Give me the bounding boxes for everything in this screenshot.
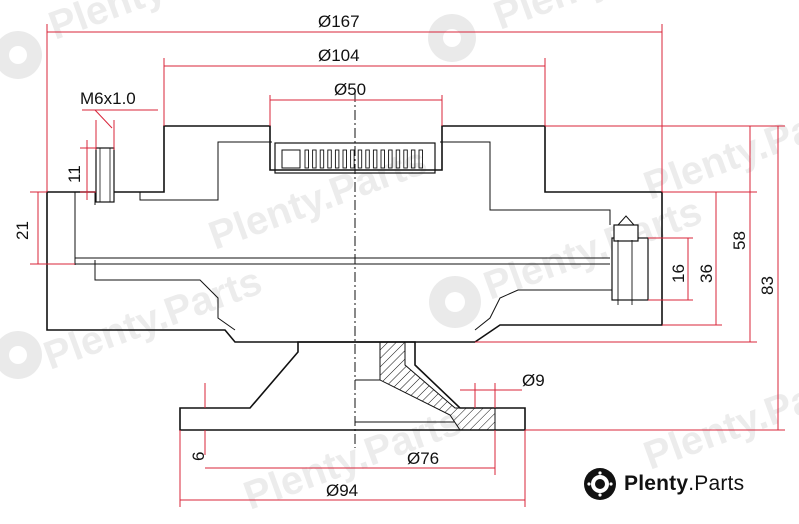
brake-disc-logo-icon — [584, 468, 616, 500]
vent-slot — [372, 149, 378, 169]
vent-slot — [304, 149, 309, 169]
dim-stud-height: 11 — [65, 165, 84, 183]
dim-base-diameter: Ø94 — [326, 481, 358, 500]
watermark-logo-icon — [0, 14, 481, 379]
vent-slot — [350, 149, 355, 169]
dimension-lines — [30, 24, 785, 507]
vent-slot — [388, 149, 393, 169]
vent-slot — [319, 149, 325, 169]
dim-right-height: 36 — [697, 264, 716, 283]
fan-clutch-body-outline — [46, 125, 663, 343]
stud-bolt — [95, 147, 115, 203]
brand-logo: Plenty.Parts — [582, 466, 744, 502]
dim-bolt-height: 16 — [669, 264, 688, 283]
vent-slot — [410, 149, 416, 169]
watermark-text: Plenty.Parts — [638, 359, 799, 478]
bimetal-vent-grille — [274, 142, 436, 174]
vent-slot — [418, 149, 423, 169]
dim-hole-diameter: Ø9 — [522, 371, 545, 390]
vent-slot — [380, 149, 385, 169]
watermark-text: Plenty.Parts — [43, 0, 273, 48]
dim-thread: M6x1.0 — [80, 89, 136, 108]
brand-wordmark: Plenty.Parts — [624, 472, 744, 496]
dim-total-height: 83 — [758, 276, 777, 295]
vent-slot — [334, 149, 340, 169]
watermark-text: Plenty.Parts — [488, 0, 718, 38]
inner-contour-upper — [94, 141, 611, 225]
side-bolt — [611, 215, 649, 305]
dim-left-height: 21 — [13, 221, 32, 240]
vent-slot — [403, 149, 408, 169]
inner-contour-lower — [94, 260, 612, 331]
dim-body-height: 58 — [730, 231, 749, 250]
dim-overall-diameter: Ø167 — [318, 12, 360, 31]
vent-slot — [312, 149, 317, 169]
watermark-text: Plenty.Parts — [203, 139, 433, 258]
brand-suffix: .Parts — [688, 472, 745, 495]
dim-base-thickness: 6 — [189, 452, 208, 461]
vent-slot — [342, 149, 347, 169]
vent-slot — [357, 149, 363, 169]
vent-slot — [327, 149, 332, 169]
dim-flange-diameter: Ø104 — [318, 46, 360, 65]
watermark-text: Plenty.Parts — [478, 189, 708, 308]
hub-flange — [179, 341, 526, 431]
vent-slot — [395, 149, 401, 169]
dim-inner-diameter: Ø50 — [334, 80, 366, 99]
watermark-text: Plenty.Parts — [38, 259, 268, 378]
dim-bolt-circle: Ø76 — [407, 449, 439, 468]
vent-slot — [365, 149, 370, 169]
brand-name: Plenty — [624, 472, 689, 495]
dimension-labels: Ø167 Ø104 Ø50 M6x1.0 11 21 83 58 36 16 Ø… — [13, 12, 777, 500]
